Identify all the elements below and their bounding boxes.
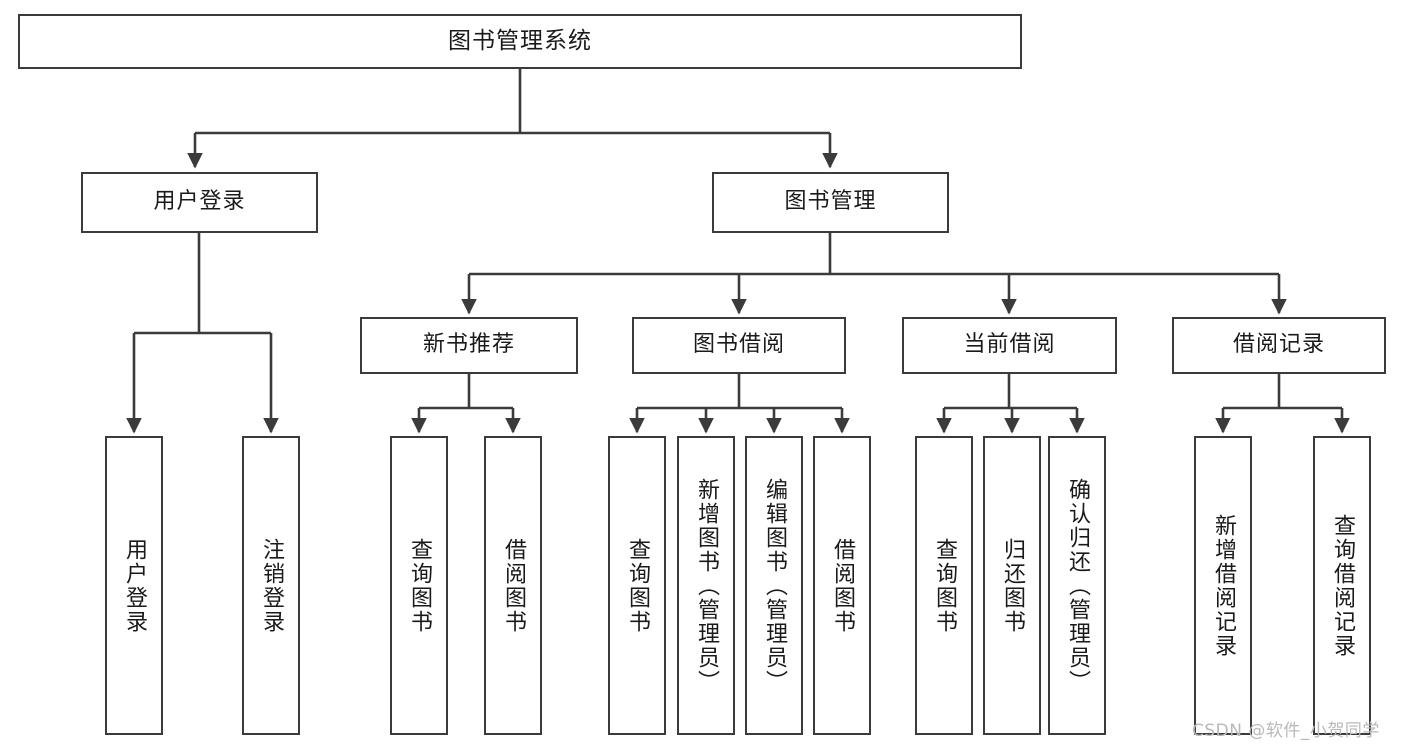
node-book-borrow[interactable]: 图书借阅 [632,317,846,374]
leaf-label: 借阅图书 [500,537,526,634]
leaf-label: 借阅图书 [829,537,855,634]
csdn-watermark: CSDN @软件_小贺同学 [1192,721,1380,741]
leaf-label: 归还图书 [999,537,1025,634]
leaf-label: 新增借阅记录 [1210,513,1236,658]
node-book-management[interactable]: 图书管理 [712,172,949,233]
leaf-book-borrow-edit-book-admin[interactable]: 编辑图书（管理员） [745,436,803,735]
node-user-login[interactable]: 用户登录 [81,172,318,233]
leaf-label: 编辑图书（管理员） [761,477,787,694]
leaf-book-borrow-add-book-admin[interactable]: 新增图书（管理员） [677,436,735,735]
leaf-label: 新增图书（管理员） [693,477,719,694]
leaf-new-book-query-book[interactable]: 查询图书 [390,436,448,735]
node-root-book-management-system[interactable]: 图书管理系统 [18,14,1022,69]
leaf-current-borrow-return-book[interactable]: 归还图书 [983,436,1041,735]
leaf-user-login-logout[interactable]: 注销登录 [242,436,300,735]
leaf-book-borrow-query-book[interactable]: 查询图书 [608,436,666,735]
leaf-label: 查询借阅记录 [1329,513,1355,658]
node-borrow-record[interactable]: 借阅记录 [1172,317,1386,374]
node-current-borrow[interactable]: 当前借阅 [902,317,1117,374]
leaf-label: 查询图书 [931,537,957,634]
leaf-user-login-login[interactable]: 用户登录 [105,436,163,735]
leaf-current-borrow-confirm-return-admin[interactable]: 确认归还（管理员） [1048,436,1106,735]
leaf-label: 查询图书 [406,537,432,634]
leaf-label: 查询图书 [624,537,650,634]
leaf-book-borrow-borrow-book[interactable]: 借阅图书 [813,436,871,735]
node-new-book-recommend[interactable]: 新书推荐 [360,317,578,374]
leaf-new-book-borrow-book[interactable]: 借阅图书 [484,436,542,735]
leaf-label: 注销登录 [258,537,284,634]
leaf-label: 用户登录 [121,537,147,634]
leaf-label: 确认归还（管理员） [1064,477,1090,694]
leaf-current-borrow-query-book[interactable]: 查询图书 [915,436,973,735]
leaf-borrow-record-query-record[interactable]: 查询借阅记录 [1313,436,1371,735]
leaf-borrow-record-add-record[interactable]: 新增借阅记录 [1194,436,1252,735]
